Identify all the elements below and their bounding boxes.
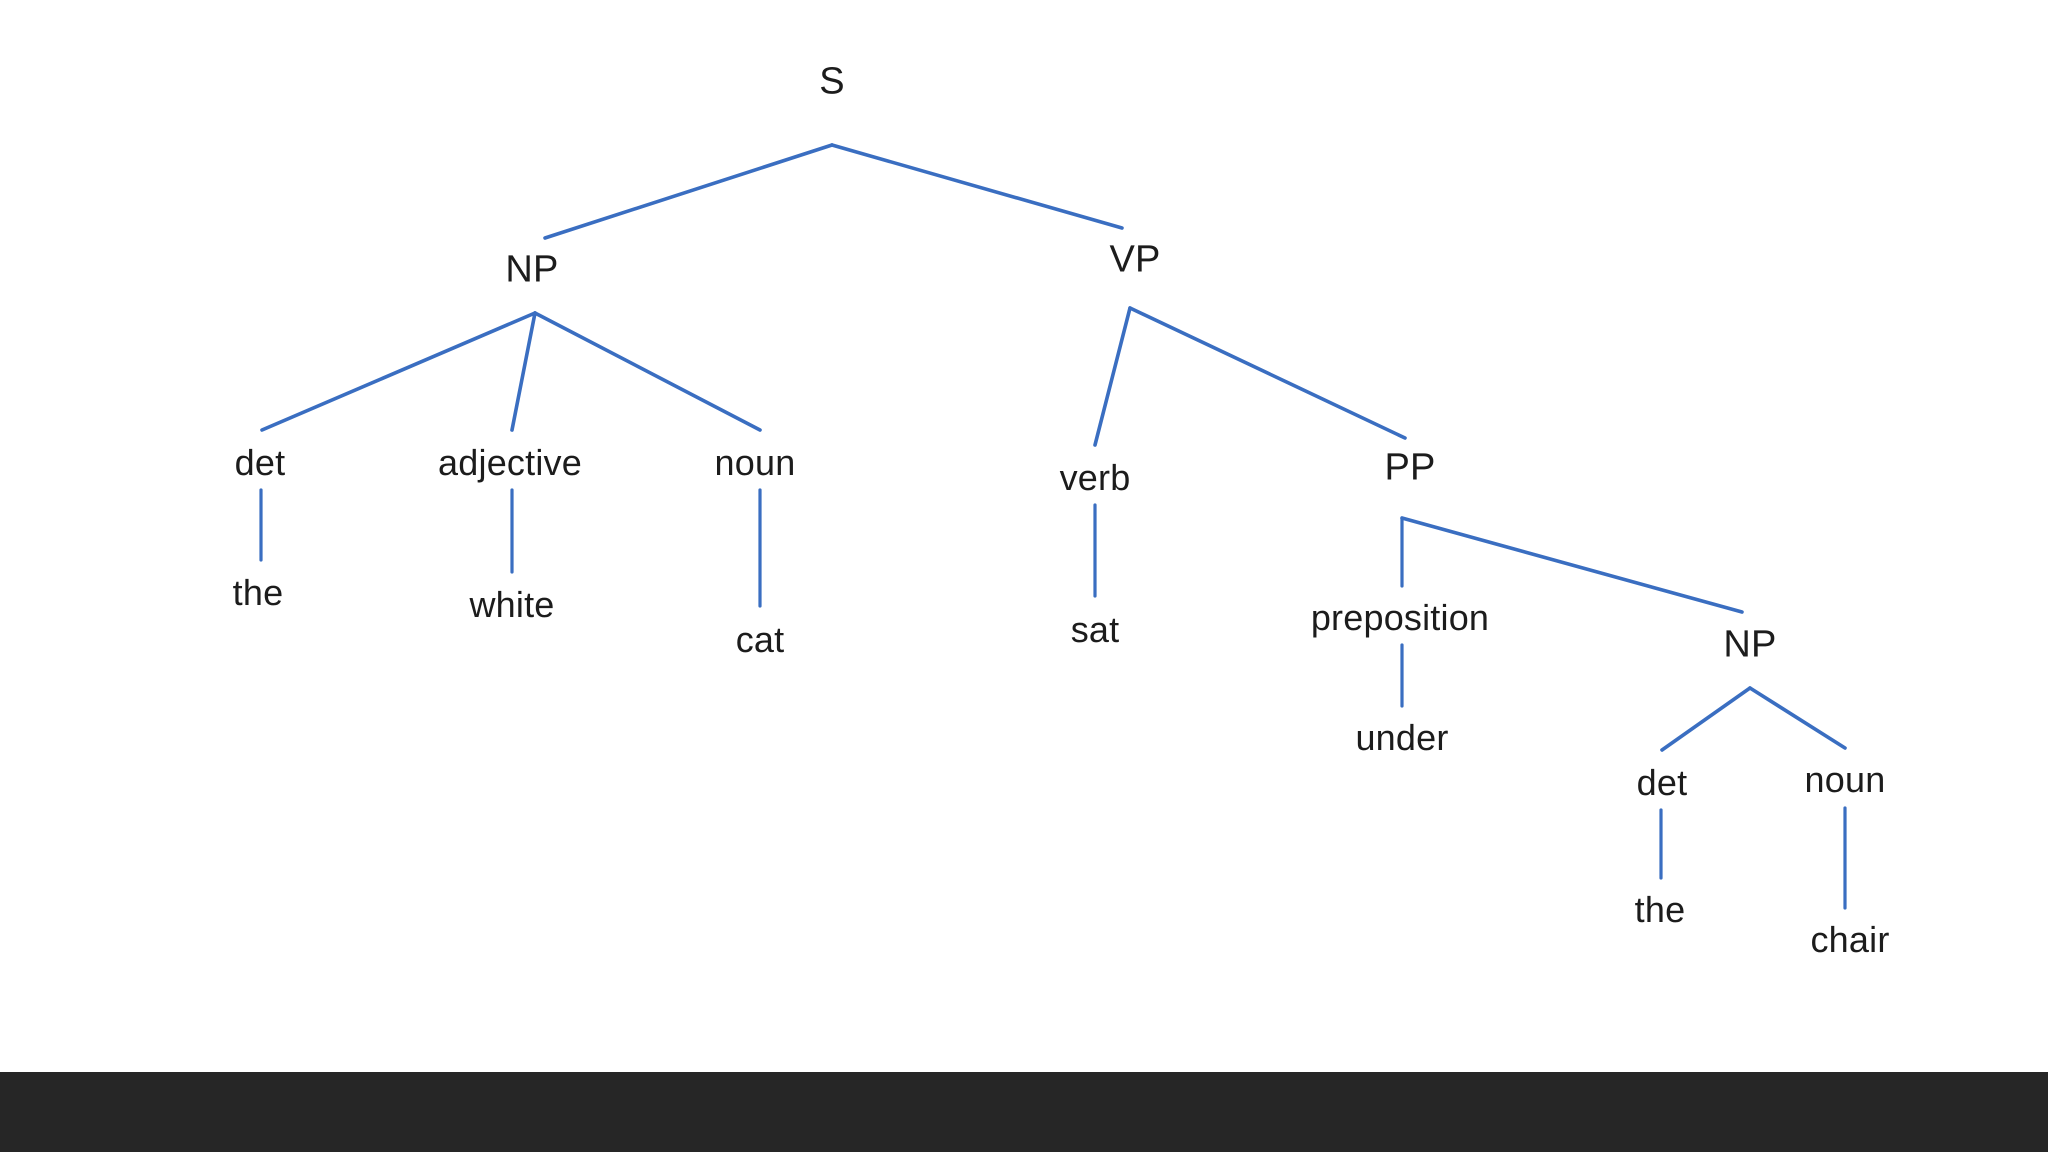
tree-node-under: under — [1355, 717, 1449, 758]
tree-node-the1: the — [232, 572, 284, 613]
tree-edge-vp-to-pp — [1128, 306, 1407, 440]
tree-edge-np2-to-det2 — [1660, 686, 1752, 752]
tree-edge-np1-to-noun1 — [533, 311, 762, 432]
tree-node-chair: chair — [1810, 919, 1890, 960]
tree-edge-vp-to-verb — [1093, 306, 1132, 447]
tree-edge-np1-to-adj — [510, 311, 537, 432]
tree-edge-pp-to-np2 — [1400, 516, 1744, 614]
tree-edge-np2-to-noun2 — [1748, 686, 1847, 750]
tree-node-det2: det — [1636, 762, 1688, 803]
tree-node-np1: NP — [505, 248, 559, 291]
tree-edge-np1-to-det1 — [260, 311, 537, 432]
tree-node-white: white — [469, 584, 555, 625]
tree-node-sat: sat — [1070, 609, 1120, 650]
tree-node-the2: the — [1634, 889, 1686, 930]
tree-node-noun1: noun — [714, 442, 796, 483]
tree-node-s: S — [819, 60, 845, 103]
tree-node-verb: verb — [1059, 457, 1131, 498]
tree-edge-s-to-vp — [830, 143, 1124, 230]
tree-node-adj: adjective — [438, 442, 582, 483]
tree-edge-group — [259, 143, 1847, 910]
tree-node-prep: preposition — [1310, 597, 1490, 638]
bottom-dark-bar — [0, 1072, 2048, 1152]
tree-node-cat: cat — [735, 619, 785, 660]
tree-node-np2: NP — [1723, 623, 1777, 666]
tree-node-det1: det — [234, 442, 286, 483]
tree-node-noun2: noun — [1804, 759, 1886, 800]
tree-node-vp: VP — [1109, 238, 1161, 281]
tree-node-pp: PP — [1384, 446, 1436, 489]
tree-edge-s-to-np1 — [543, 143, 834, 240]
